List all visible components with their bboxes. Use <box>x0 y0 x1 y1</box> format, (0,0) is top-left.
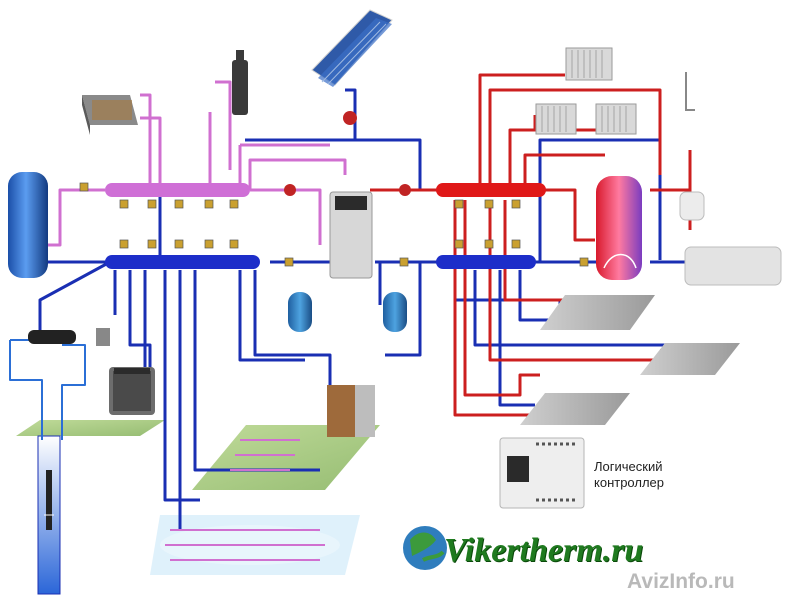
controller-label-line1: Логический <box>594 459 663 474</box>
controller-label: Логический контроллер <box>594 459 684 491</box>
controller-label-line2: контроллер <box>594 475 665 490</box>
ground-collector-pipes <box>327 385 375 437</box>
boiler-flue <box>232 50 248 115</box>
buffer-tank-blue <box>8 172 48 278</box>
outdoor-condenser-unit <box>109 367 155 415</box>
logic-controller <box>499 437 585 509</box>
air-handler-duct-unit <box>82 95 138 135</box>
ground-loop-field <box>16 420 380 490</box>
watermark-text: AvizInfo.ru <box>627 570 735 593</box>
heat-exchanger <box>28 328 110 346</box>
valves <box>79 182 589 267</box>
underfloor-heating-panels <box>520 295 740 425</box>
radiators <box>535 47 637 135</box>
pump-units <box>284 111 411 196</box>
globe-logo-icon <box>403 526 447 570</box>
pipework <box>9 73 700 561</box>
solar-collector <box>311 9 393 87</box>
borehole-well <box>37 435 61 595</box>
bathroom-fixtures <box>679 72 782 286</box>
hot-water-tank <box>596 176 642 280</box>
manifolds <box>105 183 546 269</box>
heat-pump-cabinet <box>329 191 373 279</box>
expansion-vessels <box>288 292 407 332</box>
brand-logo-text: Vikertherm.ru <box>444 532 644 569</box>
